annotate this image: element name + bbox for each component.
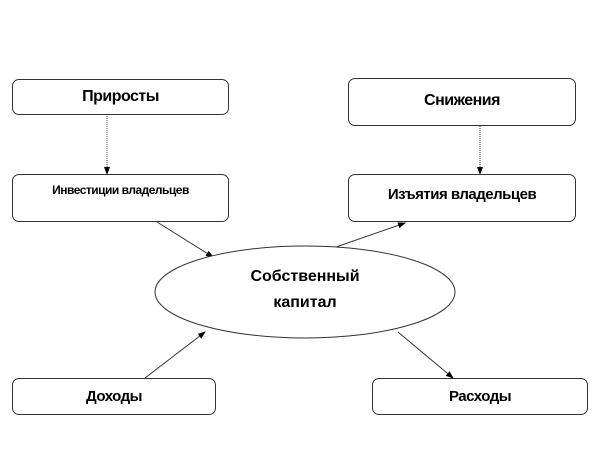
equity-node: Собственный капитал <box>155 246 455 338</box>
increases-label: Приросты <box>82 88 159 105</box>
arrow-income-to-equity <box>144 331 206 379</box>
expenses-label: Расходы <box>448 388 512 405</box>
owner-withdrawals-box: Изъятия владельцев <box>348 174 576 222</box>
decreases-label: Снижения <box>424 92 500 109</box>
arrow-equity-to-withdrawals <box>335 222 406 248</box>
owner-investments-label: Инвестиции владельцев <box>52 183 189 197</box>
equity-ellipse <box>154 245 456 339</box>
equity-label-line1: Собственный <box>250 268 360 285</box>
owner-withdrawals-label: Изъятия владельцев <box>387 186 537 203</box>
expenses-box: Расходы <box>372 378 588 415</box>
income-box: Доходы <box>12 378 216 415</box>
equity-label-line2: капитал <box>273 294 337 311</box>
decreases-box: Снижения <box>348 78 576 126</box>
arrow-equity-to-expenses <box>397 331 454 379</box>
increases-box: Приросты <box>12 79 229 115</box>
arrow-investments-to-equity <box>156 221 214 258</box>
owner-investments-box: Инвестиции владельцев <box>12 174 229 222</box>
income-label: Доходы <box>86 388 142 405</box>
